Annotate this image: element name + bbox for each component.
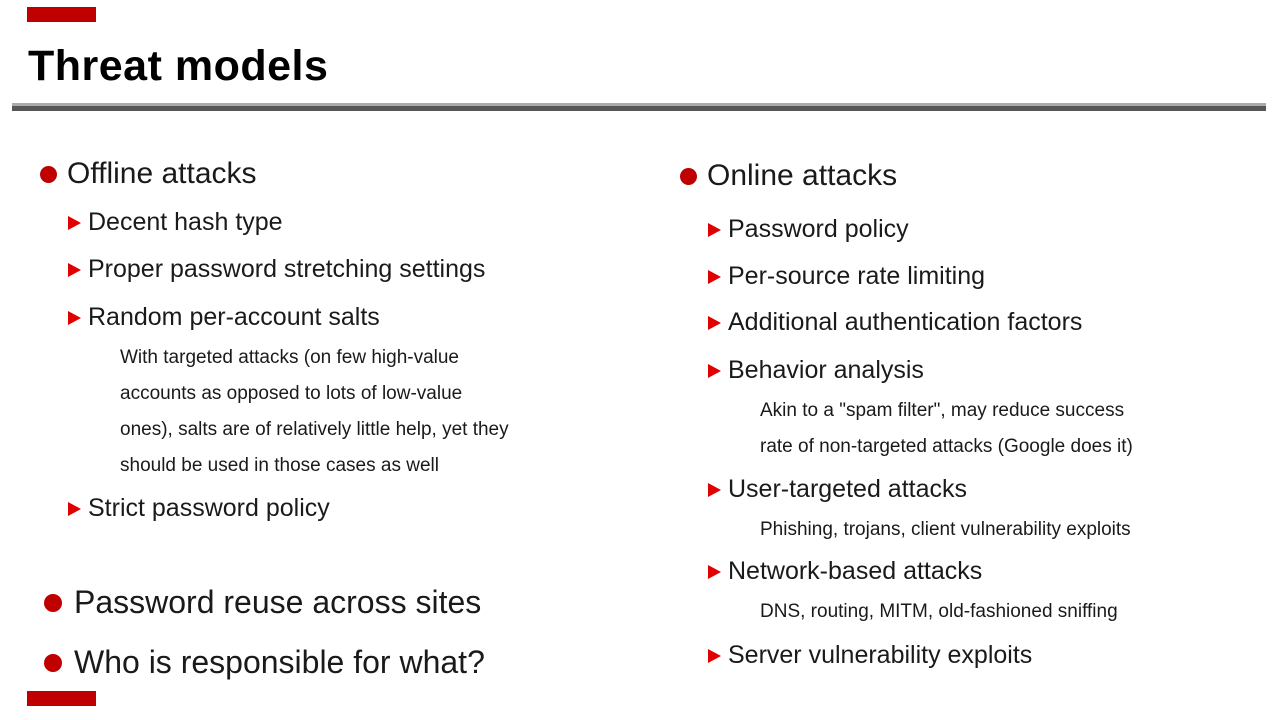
title-divider xyxy=(12,103,1266,111)
bullet-disc-icon xyxy=(44,593,62,612)
list-item: Behavior analysis xyxy=(708,356,924,385)
bullet-triangle-icon xyxy=(68,216,81,230)
list-item-label: Who is responsible for what? xyxy=(74,644,485,680)
bullet-disc-icon xyxy=(44,653,62,672)
list-item: User-targeted attacks xyxy=(708,475,967,504)
note-line: With targeted attacks (on few high-value xyxy=(120,347,460,368)
list-item: Additional authentication factors xyxy=(708,308,1082,337)
note-line: should be used in those cases as well xyxy=(120,455,439,476)
note-line: Akin to a "spam filter", may reduce succ… xyxy=(760,400,1125,421)
bullet-triangle-icon xyxy=(708,270,721,284)
list-item: Random per-account salts xyxy=(68,303,380,332)
bullet-triangle-icon xyxy=(708,223,721,237)
bullet-triangle-icon xyxy=(708,483,721,497)
list-item: Who is responsible for what? xyxy=(44,644,485,680)
corner-mark-bottom xyxy=(27,691,96,706)
note-line: DNS, routing, MITM, old-fashioned sniffi… xyxy=(760,601,1118,622)
note-line: accounts as opposed to lots of low-value xyxy=(120,383,463,404)
divider-dark-band xyxy=(12,106,1266,111)
note-line: Phishing, trojans, client vulnerability … xyxy=(760,519,1131,540)
list-item: Proper password stretching settings xyxy=(68,255,485,284)
list-item-label: User-targeted attacks xyxy=(728,475,967,503)
bullet-triangle-icon xyxy=(708,649,721,663)
bullet-disc-icon xyxy=(680,168,697,185)
list-item: Online attacks xyxy=(680,159,897,193)
list-item-label: Per-source rate limiting xyxy=(728,262,986,290)
list-item-label: Server vulnerability exploits xyxy=(728,641,1033,669)
bullet-triangle-icon xyxy=(68,311,81,325)
list-item-label: Behavior analysis xyxy=(728,356,924,384)
bullet-triangle-icon xyxy=(68,263,81,277)
note-block: With targeted attacks (on few high-value… xyxy=(120,340,509,484)
bullet-triangle-icon xyxy=(708,565,721,579)
page-title: Threat models xyxy=(28,42,329,90)
note-block: Akin to a "spam filter", may reduce succ… xyxy=(760,393,1133,465)
list-item-label: Proper password stretching settings xyxy=(88,255,486,283)
list-item-label: Strict password policy xyxy=(88,494,330,522)
list-item-label: Password policy xyxy=(728,215,909,243)
note-block: DNS, routing, MITM, old-fashioned sniffi… xyxy=(760,594,1118,630)
list-item: Password policy xyxy=(708,215,909,244)
list-item: Per-source rate limiting xyxy=(708,262,985,291)
note-line: ones), salts are of relatively little he… xyxy=(120,419,509,440)
bullet-triangle-icon xyxy=(708,364,721,378)
divider-light-band xyxy=(12,103,1266,106)
list-item: Offline attacks xyxy=(40,157,257,191)
bullet-triangle-icon xyxy=(68,502,81,516)
bullet-triangle-icon xyxy=(708,316,721,330)
bullet-disc-icon xyxy=(40,166,57,183)
list-item: Decent hash type xyxy=(68,208,283,237)
list-item-label: Online attacks xyxy=(707,159,898,192)
note-block: Phishing, trojans, client vulnerability … xyxy=(760,512,1131,548)
list-item-label: Network-based attacks xyxy=(728,557,983,585)
list-item: Server vulnerability exploits xyxy=(708,641,1032,670)
note-line: rate of non-targeted attacks (Google doe… xyxy=(760,436,1133,457)
list-item-label: Random per-account salts xyxy=(88,303,380,331)
list-item-label: Decent hash type xyxy=(88,208,283,236)
list-item: Network-based attacks xyxy=(708,557,982,586)
list-item-label: Additional authentication factors xyxy=(728,308,1083,336)
list-item-label: Password reuse across sites xyxy=(74,584,482,620)
list-item: Password reuse across sites xyxy=(44,584,481,620)
list-item-label: Offline attacks xyxy=(67,157,257,190)
list-item: Strict password policy xyxy=(68,494,330,523)
corner-mark-top xyxy=(27,7,96,22)
